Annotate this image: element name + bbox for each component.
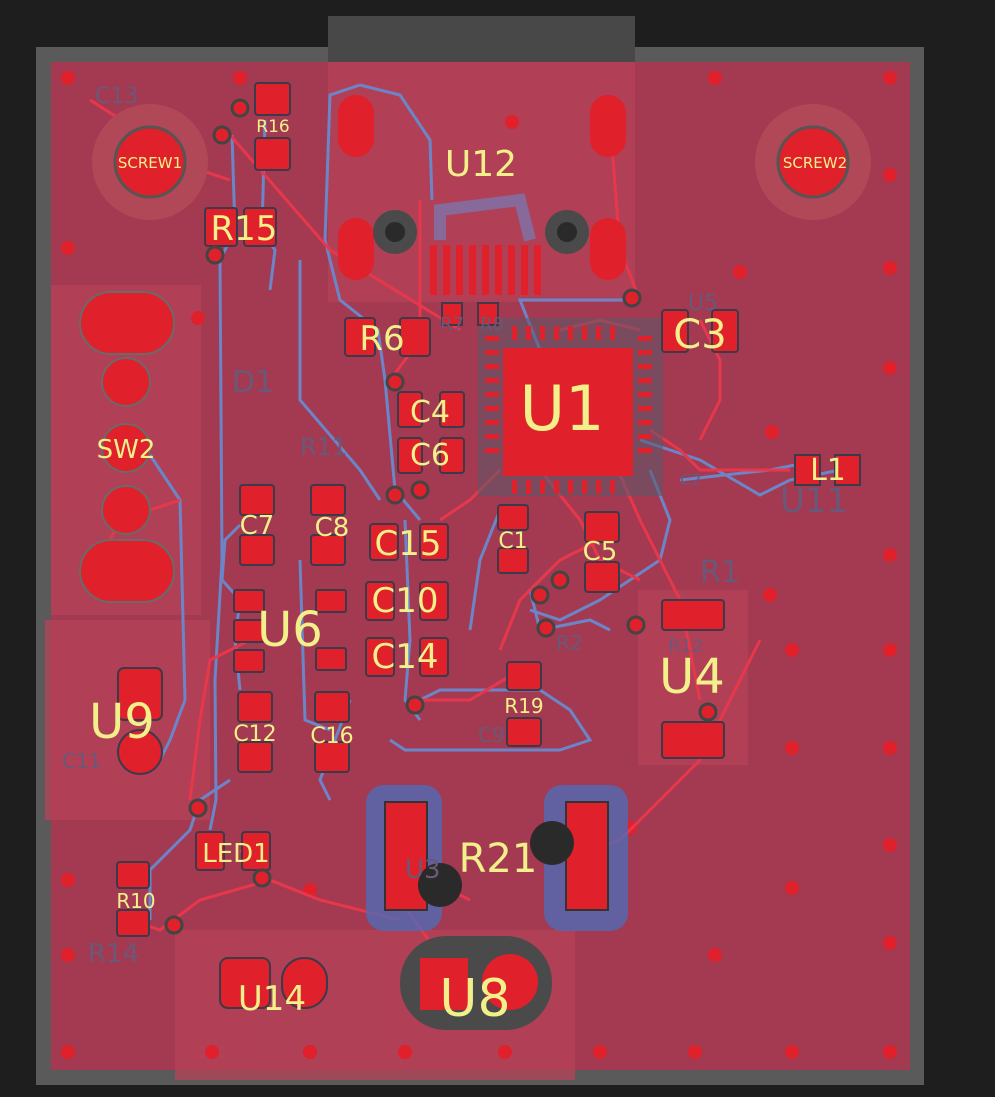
label-c16: C16: [310, 724, 353, 749]
back-label-r12: R12: [668, 636, 703, 657]
label-c10: C10: [371, 581, 438, 621]
back-label-c2: C2: [680, 470, 701, 489]
label-c1: C1: [498, 529, 527, 554]
label-r21: R21: [459, 836, 538, 882]
label-u9: U9: [89, 694, 155, 750]
screw2-mounting-hole[interactable]: [755, 104, 871, 220]
bottom-layer-traces: [148, 83, 841, 920]
label-c4: C4: [410, 395, 450, 430]
back-label-r11: R11: [300, 433, 347, 461]
screw1-mounting-hole[interactable]: [92, 104, 208, 220]
switch-sw2[interactable]: [79, 291, 175, 603]
label-screw1: SCREW1: [118, 154, 182, 172]
back-label-u11: U11: [780, 481, 848, 521]
label-r10: R10: [116, 889, 155, 913]
label-r16: R16: [256, 117, 289, 137]
smd-pads[interactable]: [116, 82, 861, 1009]
label-c14: C14: [371, 637, 438, 677]
back-label-r7: R7: [440, 314, 464, 335]
label-u4: U4: [659, 649, 725, 705]
label-r19: R19: [504, 694, 543, 718]
back-label-r2: R2: [556, 631, 583, 655]
back-label-r8: R8: [480, 314, 504, 335]
stitching-vias: [61, 71, 897, 1059]
label-c5: C5: [583, 537, 618, 567]
back-label-d1: D1: [232, 365, 274, 400]
label-u1: U1: [520, 372, 605, 445]
label-l1: L1: [810, 453, 846, 488]
back-label-u3: U3: [405, 855, 441, 885]
label-r6: R6: [359, 319, 404, 359]
back-label-c9: C9: [478, 723, 505, 747]
label-u8: U8: [439, 969, 510, 1029]
regulator-u8[interactable]: [400, 936, 552, 1030]
label-sw2: SW2: [97, 435, 156, 465]
usb-connector-u12[interactable]: [338, 95, 626, 295]
label-c8: C8: [315, 513, 350, 543]
resistor-r21[interactable]: [366, 785, 628, 931]
label-u14: U14: [238, 979, 306, 1019]
mcu-u1[interactable]: [478, 318, 663, 496]
label-c3: C3: [673, 312, 726, 358]
back-label-r1: R1: [700, 555, 740, 590]
label-u6: U6: [257, 602, 323, 658]
label-u12: U12: [445, 144, 517, 185]
label-c6: C6: [410, 438, 450, 473]
signal-vias: [164, 98, 718, 935]
label-led1: LED1: [202, 839, 269, 869]
label-r15: R15: [211, 209, 278, 249]
label-c15: C15: [374, 524, 441, 564]
back-label-u5: U5: [688, 291, 718, 316]
back-label-c11: C11: [62, 749, 101, 773]
label-c7: C7: [240, 511, 275, 541]
back-label-r14: R14: [88, 939, 139, 969]
label-screw2: SCREW2: [783, 154, 847, 172]
back-label-c13: C13: [95, 84, 138, 109]
label-c12: C12: [233, 722, 276, 747]
